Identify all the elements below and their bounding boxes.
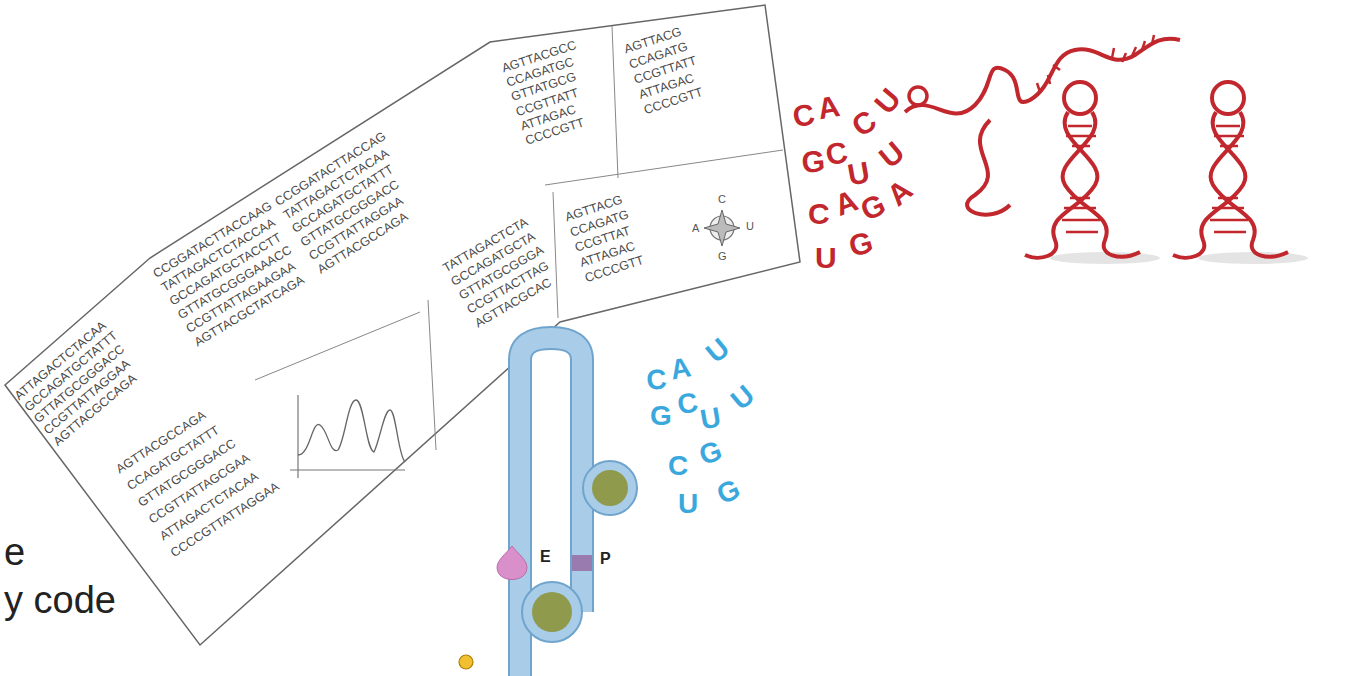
nucleotide-letter-group: U [815,240,837,275]
chromatogram-peaks [298,400,405,462]
rna-bases [1037,35,1154,92]
compass-letter: G [718,250,727,263]
fold-line [428,300,436,450]
ribosome-tube-outline [520,338,582,676]
compass-letter-group: U [746,220,754,233]
caption-fragment: e [4,530,25,574]
sequence-line-group: CCGGATACTTACCAGTATTAGACTCTACAAGCCAGATGCT… [272,128,431,277]
nucleotide-letter-group: G [800,143,826,180]
sequence-line-group: ATTAGACTCTACAAGCCAGATGCTATTTGTTATGCGGGAC… [12,317,150,449]
nucleotide-letter: A [815,88,842,126]
nucleotide-letter: U [700,332,736,370]
folded-map [5,5,800,645]
nucleotide-letter-group: C [790,96,817,134]
nucleotide-letter: U [867,81,908,120]
nucleotide-letter-group: A [815,88,842,126]
fold-line [612,26,618,178]
nucleotide-letter: C [808,196,830,231]
nucleotide-letter: G [845,224,877,264]
nucleotide-letter-group: U [872,134,911,175]
sequence-line-group: AGTTACGCCCCAGATGCGTTATGCGCCGTTATTATTAGAC… [500,38,602,149]
rna-helix [1173,82,1308,264]
compass-letter: U [746,220,754,233]
rna-helix [1025,82,1160,264]
compass-letter: A [692,222,699,235]
compass-letter-group: A [692,222,699,235]
fold-line [553,192,558,318]
site-label: E [540,548,551,566]
sequence-line-group: AGTTACGCCAGATGCCGTTATATTAGACCCCCGTT [563,191,646,286]
rna-strand [905,39,1180,114]
compass-letter-group: G [718,250,727,263]
caption-fragment-group: e [4,530,25,574]
site-label: P [600,550,611,568]
compass-letter: C [718,193,726,206]
nucleotide-letter-group: C [808,196,830,231]
ribosome-tube [520,338,582,676]
nucleotide-letter: A [668,351,693,386]
nucleotide-letter-group: U [678,488,698,520]
chart-axes [290,395,405,478]
ribosome-core [592,470,628,506]
nucleotide-letter-group: U [698,401,723,436]
nucleotide-letter: U [678,488,698,520]
nucleotide-letter: C [845,103,883,144]
rna-loop [909,87,927,105]
nucleotide-letter: U [815,240,837,275]
caption-fragment: y code [4,578,116,622]
ribosome-core [532,592,572,632]
sequence-line-group: TATTAGACTCTAGCCAGATGCTAGTTATGCGGGACCGTTA… [440,214,563,331]
p-site-band [572,555,592,571]
site-label-group: P [600,550,611,568]
nucleotide-letter: G [650,400,672,432]
nucleotide-letter-group: G [650,400,672,432]
nucleotide-letter-group: C [675,386,700,421]
nucleotide-letter-group: C [645,363,668,397]
nucleotide-letter: C [668,450,688,482]
compass-letter-group: C [718,193,726,206]
nucleotide-letter: C [675,386,700,421]
fold-line [545,150,783,185]
nucleotide-letter: G [712,473,745,511]
caption-fragment-group: y code [4,578,116,622]
nucleotide-letter-group: C [845,103,883,144]
sequence-line-group: AGTTACGCCAGACCAGATGCTATTTGTTATGCGGGACCCC… [112,393,283,562]
sequence-line-group: AGTTACGCCAGATGCCGTTATTATTAGACCCCCGTT [622,22,708,118]
nucleotide-letter: U [698,401,723,436]
nucleotide-letter: G [695,435,726,473]
rna-twist [967,120,1010,215]
nucleotide-letter-group: C [668,450,688,482]
nucleotide-letter-group: G [845,224,877,264]
nucleotide-letter-group: U [867,81,908,120]
nucleotide-letter: C [790,96,817,134]
e-site-marker [497,546,527,580]
ribosome-ring [583,461,637,515]
nucleotide-letter-group: U [725,379,761,417]
nucleotide-letter: U [872,134,911,175]
site-label-group: E [540,548,551,566]
nucleotide-letter: G [800,143,826,180]
ribosome-ring [522,582,582,642]
nucleotide-letter: C [645,363,668,397]
nucleotide-letter-group: G [695,435,726,473]
fold-line [255,312,420,380]
nucleotide-letter-group: G [712,473,745,511]
nucleotide-letter-group: U [700,332,736,370]
nucleotide-letter: U [725,379,761,417]
nucleotide-letter-group: A [668,351,693,386]
trna-dot [459,655,473,669]
compass-star [704,210,740,246]
